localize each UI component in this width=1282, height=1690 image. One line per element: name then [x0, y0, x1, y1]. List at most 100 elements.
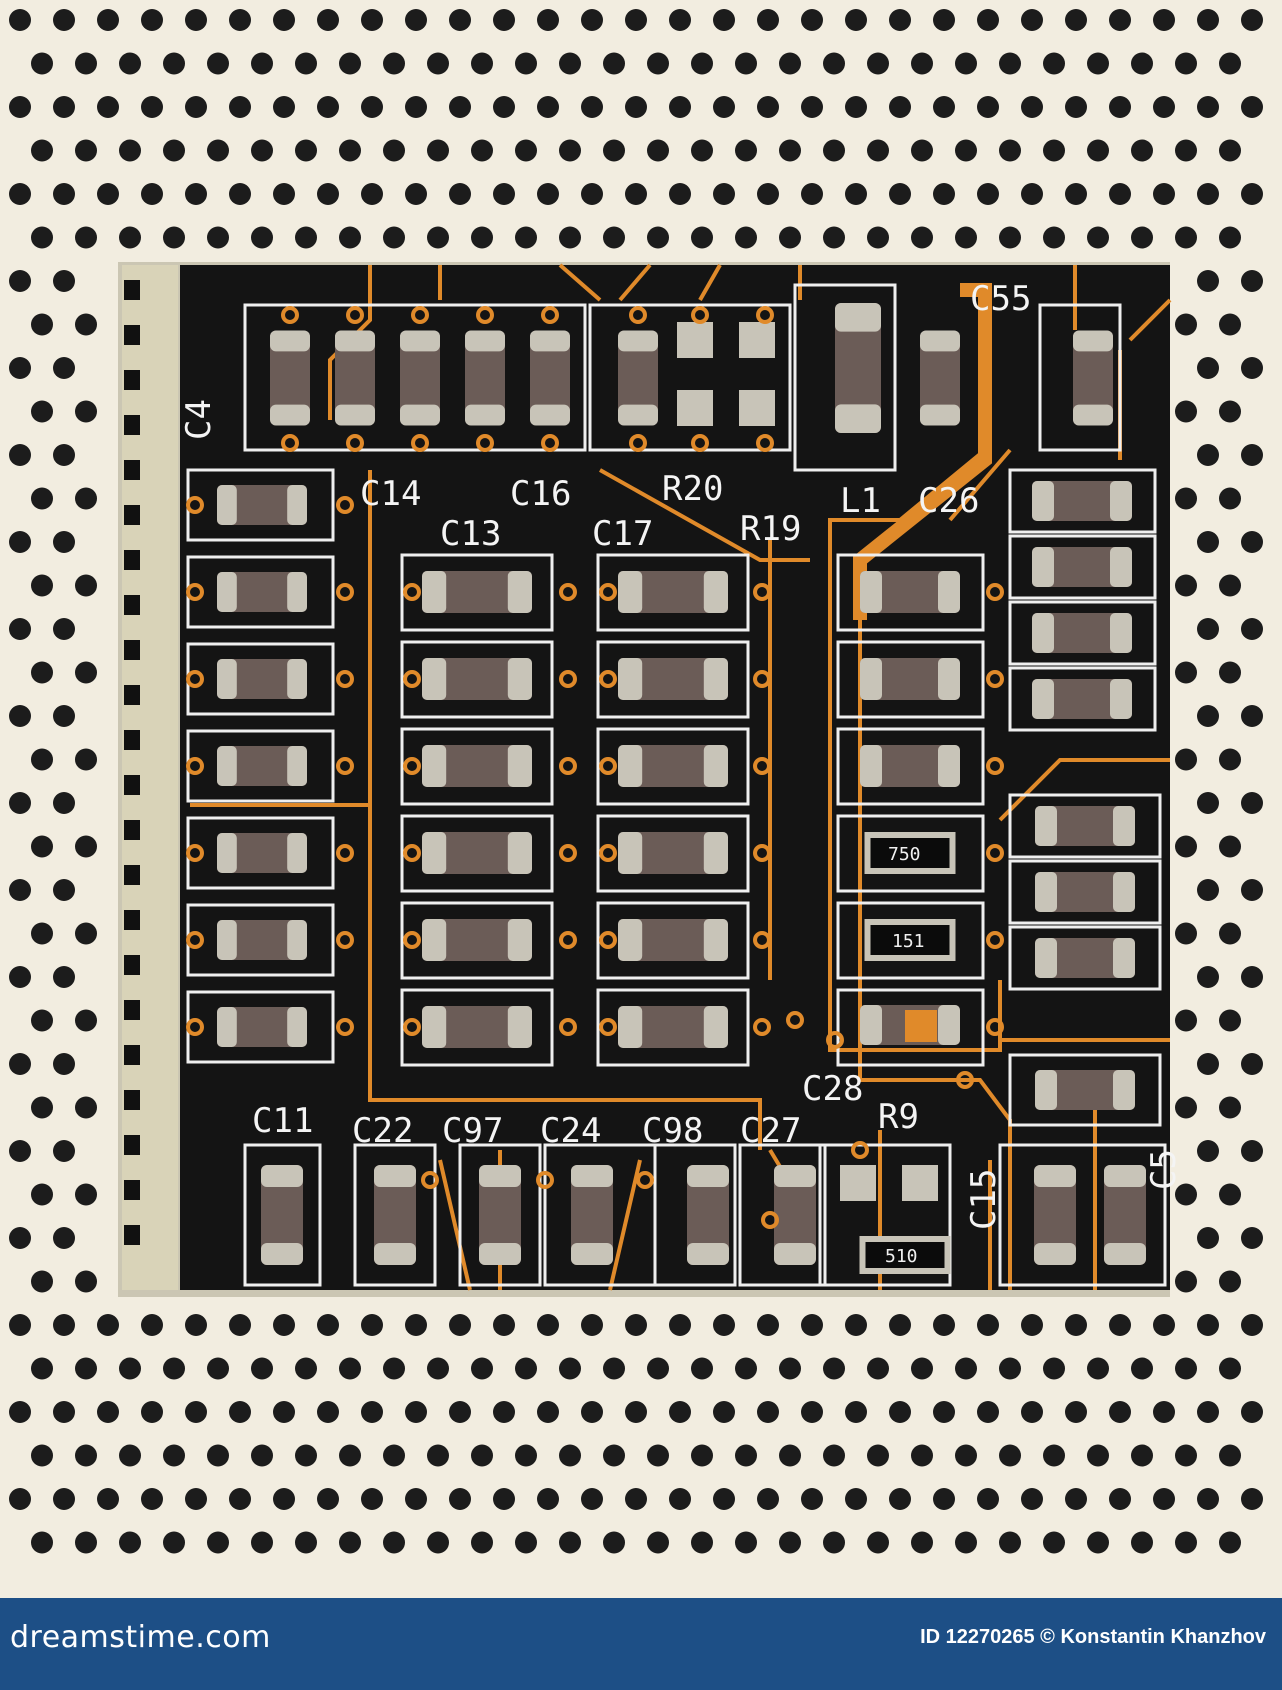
pin-hole [75, 1531, 97, 1554]
pin-hole [823, 226, 845, 249]
via [753, 931, 771, 949]
smd-capacitor [1032, 547, 1132, 587]
pin-hole [515, 1531, 537, 1554]
smd-components [217, 303, 1146, 1274]
via [281, 306, 299, 324]
pin-hole [207, 1357, 229, 1380]
pin-hole [537, 1314, 559, 1336]
pin-hole [735, 1357, 757, 1380]
footprint-outline [1008, 1053, 1162, 1127]
pin-hole [515, 52, 537, 75]
pin-hole [427, 52, 449, 75]
pin-hole [1065, 1314, 1087, 1336]
pin-hole [361, 1314, 383, 1336]
pin-hole [823, 52, 845, 75]
footprint-outline [836, 988, 985, 1067]
smd-capacitor [1104, 1165, 1146, 1265]
pin-hole [273, 96, 295, 118]
pin-hole [53, 966, 75, 988]
pin-hole [75, 748, 97, 771]
pin-hole [537, 96, 559, 118]
smd-capacitor [1035, 806, 1135, 846]
pin-hole [669, 1314, 691, 1336]
pin-hole [31, 139, 53, 162]
pin-hole [1197, 1314, 1219, 1336]
via [756, 306, 774, 324]
pin-hole [53, 1488, 75, 1510]
pin-hole [889, 1401, 911, 1423]
pin-hole [1087, 139, 1109, 162]
pin-hole [119, 1357, 141, 1380]
pin-hole [1241, 1401, 1263, 1423]
smd-resistor [864, 832, 956, 874]
pin-hole [691, 1357, 713, 1380]
pin-hole [1219, 835, 1241, 858]
trace [438, 1159, 472, 1291]
via [956, 1071, 974, 1089]
pin-hole [295, 52, 317, 75]
pin-hole [97, 1401, 119, 1423]
pin-hole [537, 9, 559, 31]
via [753, 844, 771, 862]
via [559, 757, 577, 775]
pin-hole [1197, 1140, 1219, 1162]
pin-hole [933, 9, 955, 31]
pin-hole [1175, 1357, 1197, 1380]
pin-hole [735, 1444, 757, 1467]
pin-hole [999, 226, 1021, 249]
pin-hole [295, 1444, 317, 1467]
via [753, 757, 771, 775]
pin-hole [1065, 183, 1087, 205]
via [986, 844, 1004, 862]
pin-hole [31, 1357, 53, 1380]
smd-capacitor [1034, 1165, 1076, 1265]
smd-capacitor [217, 485, 307, 525]
pin-hole [1153, 96, 1175, 118]
component-label: C13 [440, 514, 501, 554]
pin-hole [625, 96, 647, 118]
pin-hole [1197, 879, 1219, 901]
pin-hole [713, 9, 735, 31]
edge-notch [124, 1000, 140, 1020]
pin-hole [471, 1531, 493, 1554]
pin-hole [493, 9, 515, 31]
smd-capacitor [687, 1165, 729, 1265]
edge-notch [124, 1225, 140, 1245]
pin-hole [471, 1444, 493, 1467]
pin-hole [845, 1314, 867, 1336]
pin-hole [867, 1444, 889, 1467]
footprint-outline [836, 727, 985, 806]
via [826, 1031, 844, 1049]
component-label: C26 [918, 481, 979, 521]
footprint-outline [243, 1143, 322, 1287]
pin-hole [1153, 1488, 1175, 1510]
pin-hole [1197, 966, 1219, 988]
via [559, 670, 577, 688]
pin-hole [1175, 1531, 1197, 1554]
component-label: C24 [540, 1111, 601, 1151]
pin-hole [405, 96, 427, 118]
pin-hole [9, 9, 31, 31]
smd-capacitor [270, 330, 310, 426]
pin-hole [1219, 1270, 1241, 1293]
pin-hole [405, 1488, 427, 1510]
pin-hole [1219, 922, 1241, 945]
pin-hole [31, 1096, 53, 1119]
site-logo[interactable]: dreamstime.com [10, 1620, 271, 1655]
pin-hole [273, 9, 295, 31]
edge-notch [124, 820, 140, 840]
via [753, 670, 771, 688]
smd-resistor [859, 1236, 951, 1274]
pin-hole [735, 1531, 757, 1554]
pin-hole [405, 1314, 427, 1336]
pin-hole [1197, 792, 1219, 814]
smd-capacitor [335, 330, 375, 426]
pin-hole [1065, 96, 1087, 118]
pin-hole [1065, 9, 1087, 31]
smd-capacitor [400, 330, 440, 426]
pin-hole [185, 1314, 207, 1336]
pin-hole [1197, 9, 1219, 31]
via [403, 1018, 421, 1036]
pin-hole [955, 226, 977, 249]
pin-hole [339, 52, 361, 75]
